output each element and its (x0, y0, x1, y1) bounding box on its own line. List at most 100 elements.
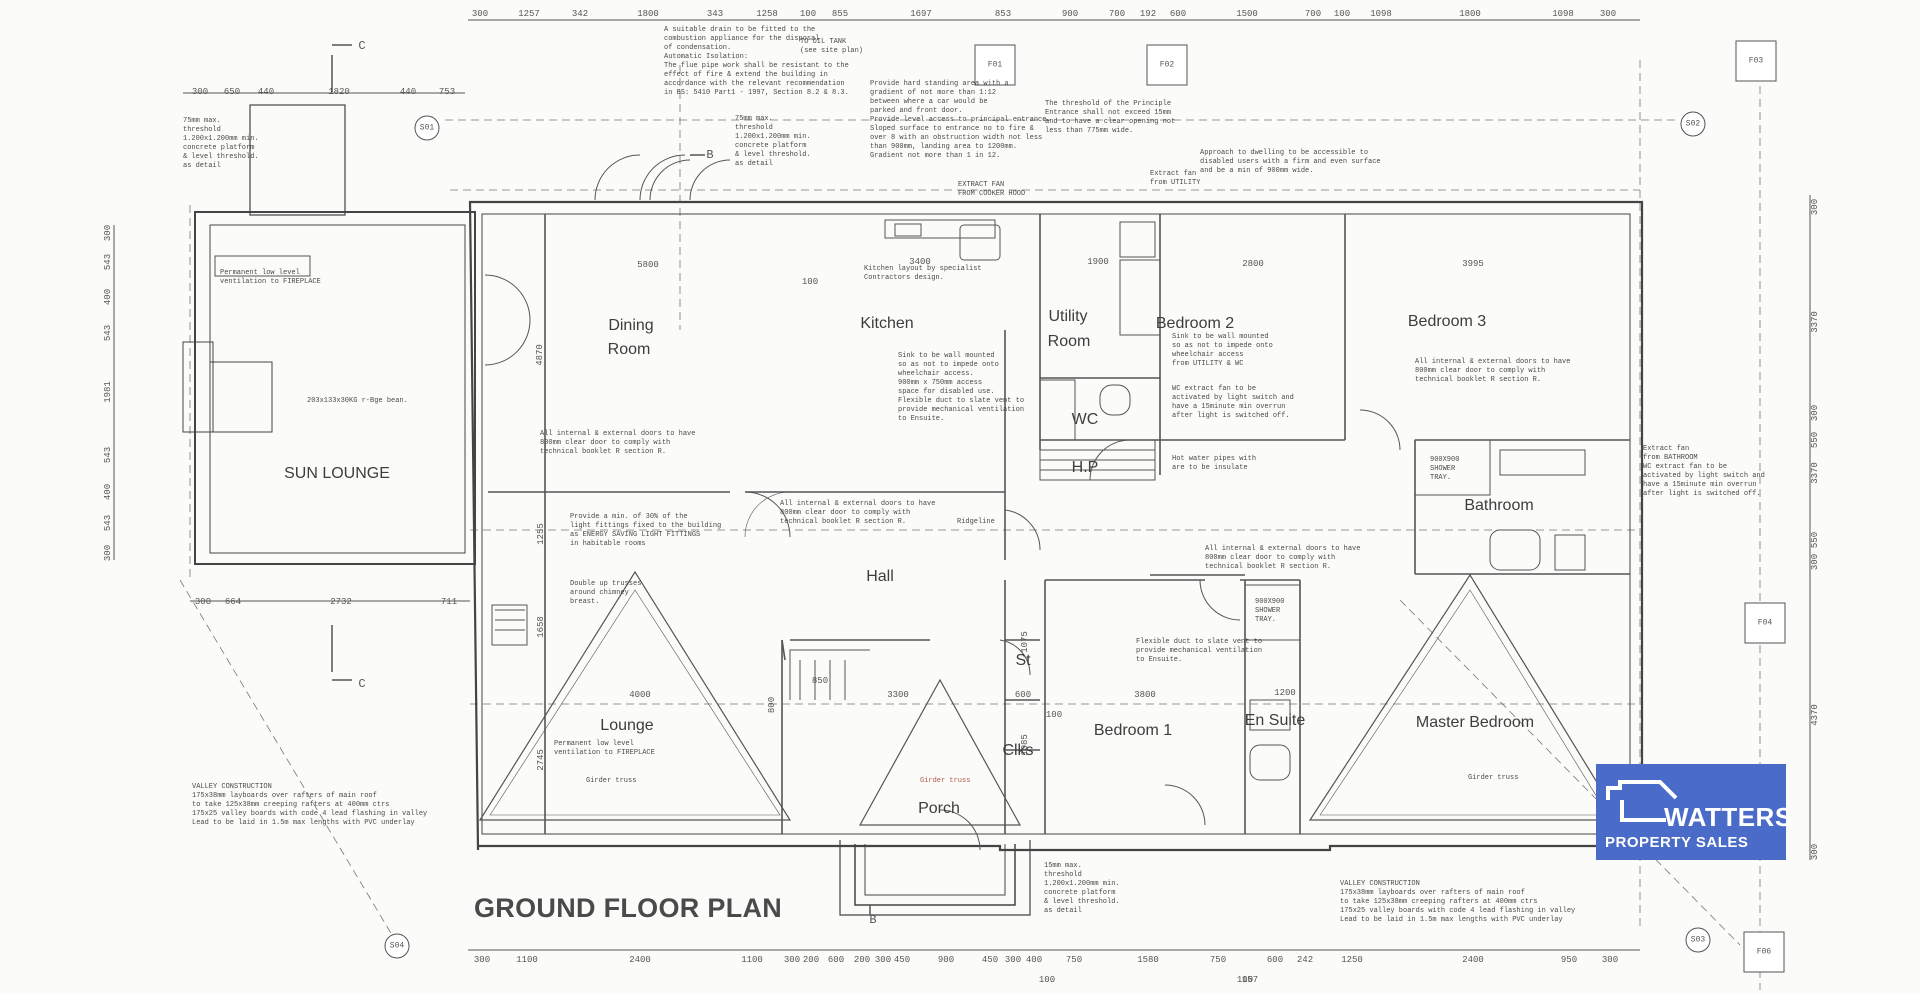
note-doors-dining: All internal & external doors to have 80… (540, 430, 696, 456)
dim-utility-width: 1900 (1087, 257, 1109, 267)
dimension-label: 600 (1266, 955, 1284, 965)
f06-label: F06 (1756, 947, 1772, 957)
dimension-label: 342 (571, 9, 589, 19)
room-st: St (1015, 652, 1031, 669)
s04-marker (384, 933, 410, 959)
dimension-label: 343 (706, 9, 724, 19)
dimension-label: 300 (1810, 843, 1820, 861)
dimension-label: 650 (223, 87, 241, 97)
dimension-label: 900 (937, 955, 955, 965)
logo-subtitle: PROPERTY SALES (1605, 834, 1749, 851)
f04-marker (1744, 602, 1786, 644)
note-girder-1: Girder truss (586, 777, 637, 785)
note-oil-tank: TO OIL TANK (see site plan) (800, 38, 864, 55)
note-shower-1: 900X900 SHOWER TRAY. (1430, 456, 1460, 482)
note-hard-standing: Provide hard standing area with a gradie… (870, 80, 1051, 160)
dim-d10: 1085 (1020, 734, 1030, 756)
dim-d6: 1255 (536, 523, 546, 545)
dimension-label: 700 (1304, 9, 1322, 19)
dimension-label: 192 (1139, 9, 1157, 19)
watters-logo: WATTERS PROPERTY SALES (1596, 764, 1792, 860)
dimension-label: 700 (1108, 9, 1126, 19)
dimension-label: 400 (103, 288, 113, 306)
dimension-label: 100 (1038, 975, 1056, 985)
f02-marker (1146, 44, 1188, 86)
dimension-label: 4370 (1810, 704, 1820, 726)
dim-kitchen-width: 3400 (909, 257, 931, 267)
note-bath-fan: Extract fan from BATHROOM WC extract fan… (1643, 445, 1765, 498)
s03-marker (1685, 927, 1711, 953)
dimension-label: 543 (103, 324, 113, 342)
house-logo-icon (1606, 780, 1678, 822)
dim-d5: 1200 (1274, 688, 1296, 698)
dimension-label: 400 (1025, 955, 1043, 965)
dimension-label: 300 (1810, 198, 1820, 216)
section-b-bottom: B (869, 913, 877, 927)
note-hall-doors: All internal & external doors to have 80… (780, 500, 936, 526)
note-vent-fireplace: Permanent low level ventilation to FIREP… (220, 269, 321, 286)
note-valley-right: VALLEY CONSTRUCTION 175x38mm layboards o… (1340, 880, 1576, 924)
dimension-label: 1981 (103, 381, 113, 403)
dimension-label: 2400 (1462, 955, 1484, 965)
plan-title: GROUND FLOOR PLAN (474, 893, 783, 923)
dimension-label: 1100 (516, 955, 538, 965)
dimension-label: 3370 (1810, 462, 1820, 484)
room-kitchen: Kitchen (860, 315, 914, 332)
dim-bed2-width: 2800 (1242, 259, 1264, 269)
dimension-label: 753 (438, 87, 456, 97)
s03-label: S03 (1690, 935, 1706, 945)
sun-lounge-outer-wall (194, 211, 476, 565)
dimension-label: 1098 (1552, 9, 1574, 19)
dimension-label: 711 (440, 597, 458, 607)
f01-marker (974, 44, 1016, 86)
dimension-label: 300 (103, 544, 113, 562)
s02-marker (1680, 111, 1706, 137)
dimension-label: 900 (1061, 9, 1079, 19)
dimension-label: 450 (893, 955, 911, 965)
room-dining: Dining (608, 317, 654, 334)
dimension-label: 1258 (756, 9, 778, 19)
section-c-top: C (358, 39, 366, 53)
room-bedroom-2: Bedroom 2 (1155, 315, 1235, 332)
dim-d7: 1658 (536, 616, 546, 638)
dimension-label: 1500 (1236, 9, 1258, 19)
dimension-label: 600 (1169, 9, 1187, 19)
dimension-label: 1257 (518, 9, 540, 19)
dimension-label: 300 (194, 597, 212, 607)
note-threshold-b: 75mm max. threshold 1.200x1.200mm min. c… (735, 115, 811, 168)
room-bedroom-1: Bedroom 1 (1093, 722, 1173, 739)
dimension-label: 200 (853, 955, 871, 965)
s01-marker (414, 115, 440, 141)
note-shower-2: 900X900 SHOWER TRAY. (1255, 598, 1285, 624)
room-porch: Porch (918, 800, 960, 817)
dimension-label: 300 (471, 9, 489, 19)
dimension-label: 100 (799, 9, 817, 19)
section-c-bottom: C (358, 677, 366, 691)
dimension-label: 300 (1601, 955, 1619, 965)
dim-d8: 2745 (536, 749, 546, 771)
room-bedroom-3: Bedroom 3 (1407, 313, 1487, 330)
dimension-label: 300 (1599, 9, 1617, 19)
dimension-label: 750 (1065, 955, 1083, 965)
room-hp: H.P (1071, 459, 1099, 476)
dimension-label: 853 (994, 9, 1012, 19)
dimension-label: 855 (831, 9, 849, 19)
note-ensuite-duct: Flexible duct to slate vent to provide m… (1136, 638, 1263, 664)
lounge-roof-valley (478, 570, 792, 821)
dimension-label: 300 (191, 87, 209, 97)
dim-lounge-width: 4000 (629, 690, 651, 700)
dimension-label: 300 (783, 955, 801, 965)
logo-name: WATTERS (1664, 802, 1793, 832)
dimension-label: 100 (1333, 9, 1351, 19)
dimension-label: 300 (1004, 955, 1022, 965)
dimension-label: 750 (1209, 955, 1227, 965)
dimension-label: 550 (1810, 531, 1820, 549)
note-bed3-doors: All internal & external doors to have 80… (1415, 358, 1571, 384)
room-wc: WC (1071, 411, 1099, 428)
note-chimney: Double up trusses around chimney breast. (570, 580, 642, 606)
s04-label: S04 (389, 941, 405, 951)
s02-label: S02 (1685, 119, 1701, 129)
dim-bed1-width: 3800 (1134, 690, 1156, 700)
room-hall: Hall (866, 568, 894, 585)
note-valley-left: VALLEY CONSTRUCTION 175x38mm layboards o… (192, 783, 428, 827)
